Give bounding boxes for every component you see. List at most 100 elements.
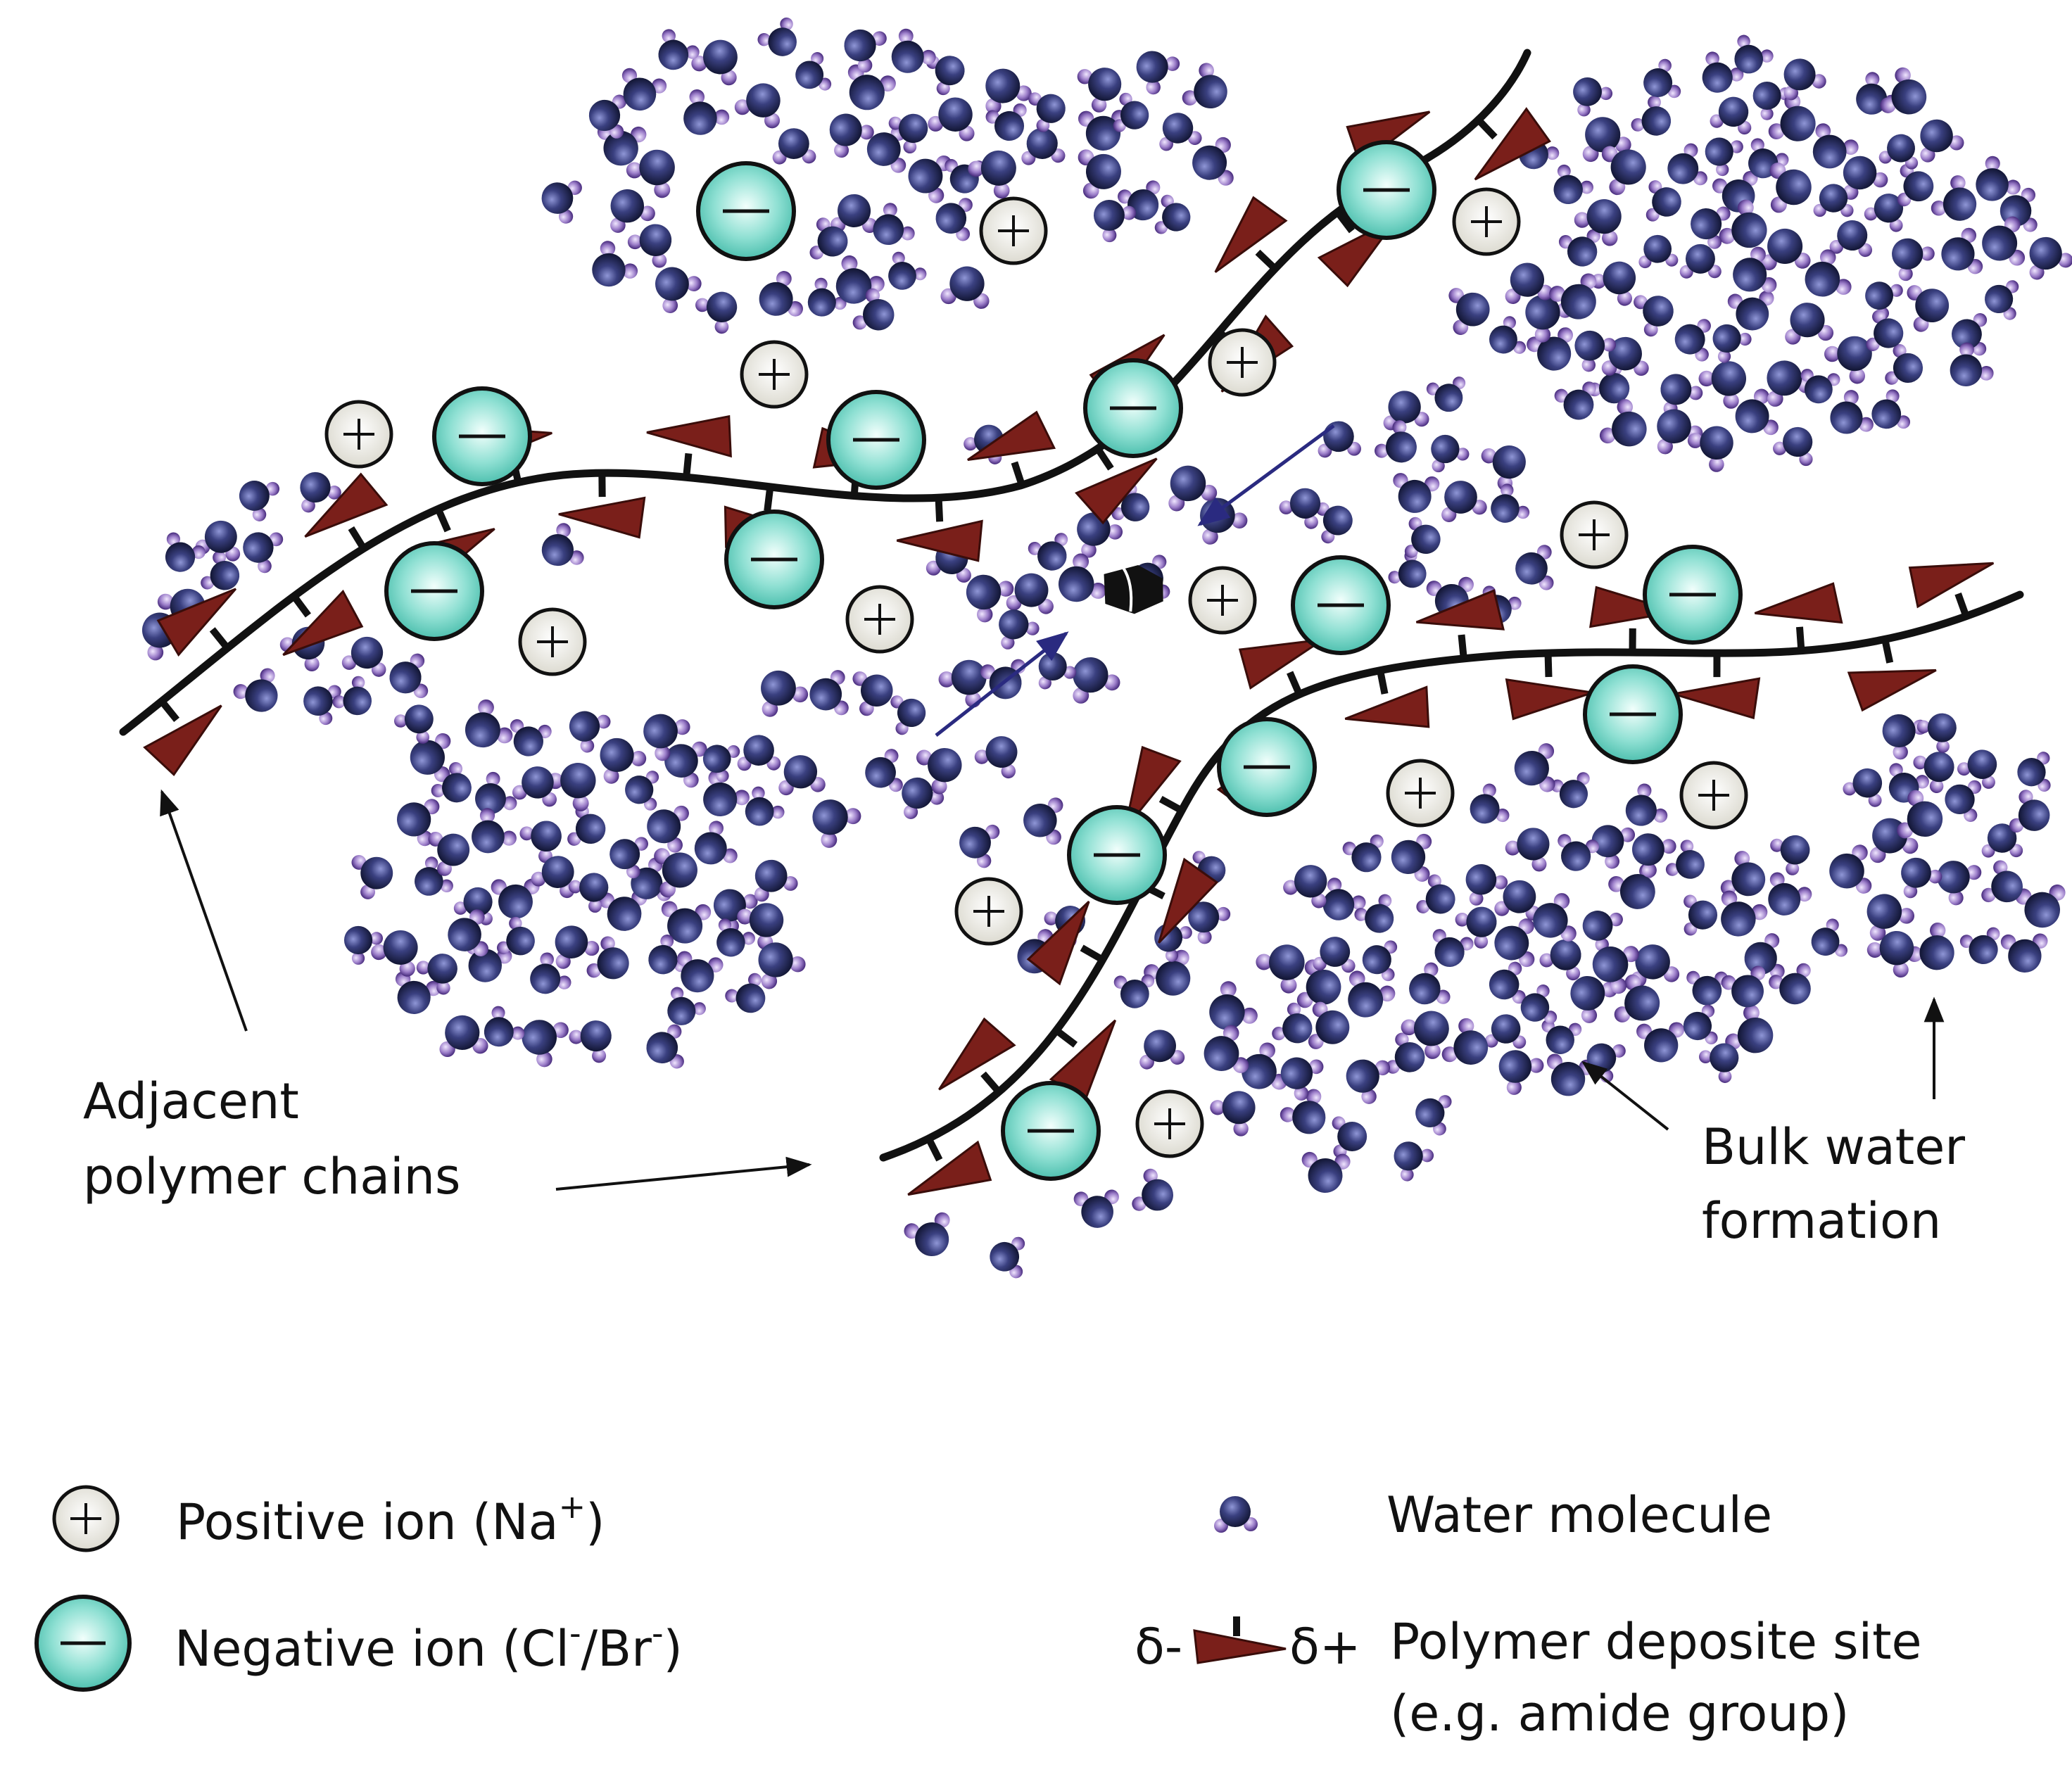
- water-molecule-icon: [1432, 929, 1474, 968]
- water-molecule-icon: [926, 55, 965, 96]
- water-molecule-icon: [1021, 127, 1066, 165]
- legend-positive-sup: +: [558, 1488, 586, 1526]
- negative-ion-icon: [826, 390, 926, 490]
- water-molecule-icon: [1280, 1089, 1326, 1134]
- water-molecule-icon: [761, 670, 809, 717]
- water-molecule-icon: [1498, 1050, 1544, 1095]
- positive-ion-icon: [845, 585, 914, 654]
- water-molecule-icon: [522, 1020, 569, 1068]
- water-molecule-icon: [1182, 63, 1227, 109]
- deposite-site-icon: [1415, 589, 1505, 659]
- water-molecule-icon: [519, 821, 562, 863]
- water-molecule-icon: [1549, 273, 1597, 319]
- water-molecule-icon: [757, 17, 797, 56]
- water-molecule-icon: [1342, 834, 1384, 873]
- water-molecule-icon: [695, 291, 738, 334]
- water-molecule-icon: [1981, 823, 2023, 858]
- water-molecule-icon: [627, 224, 672, 268]
- water-molecule-icon: [1470, 783, 1510, 824]
- water-molecule-icon: [625, 771, 659, 811]
- water-molecule-icon: [1168, 465, 1218, 512]
- water-molecule-icon: [1710, 96, 1752, 135]
- water-molecule-icon: [1154, 194, 1191, 234]
- water-molecule-icon: [1494, 880, 1541, 921]
- water-molecule-icon: [1489, 316, 1527, 354]
- water-molecule-icon: [393, 704, 434, 744]
- water-molecule-icon: [1674, 319, 1711, 362]
- water-molecule-icon: [1448, 288, 1490, 336]
- water-molecule-icon: [1514, 743, 1555, 792]
- water-molecule-icon: [1322, 878, 1366, 920]
- water-molecule-icon: [1113, 974, 1155, 1008]
- flow-arrow-lower: [935, 631, 1069, 737]
- water-molecule-icon: [1484, 1014, 1527, 1049]
- water-molecule-icon: [1712, 324, 1752, 363]
- water-molecule-icon: [341, 636, 386, 677]
- positive-ion-icon: [324, 400, 393, 469]
- water-molecule-icon: [1981, 860, 2023, 903]
- water-molecule-icon: [1783, 58, 1826, 101]
- water-molecule-icon: [531, 856, 574, 899]
- water-molecule-icon: [758, 942, 806, 989]
- water-molecule-icon: [1638, 234, 1679, 269]
- water-molecule-icon: [588, 94, 627, 139]
- water-molecule-icon: [1415, 1095, 1452, 1136]
- water-molecule-icon: [1901, 857, 1942, 899]
- ions: [324, 140, 1748, 1181]
- water-molecule-icon: [510, 718, 552, 756]
- water-molecule-icon: [1687, 426, 1733, 472]
- water-molecule-icon: [1957, 749, 1997, 789]
- positive-ion-icon: [1452, 187, 1521, 256]
- water-molecule-icon: [395, 971, 441, 1014]
- water-molecule-icon: [1525, 295, 1573, 343]
- positive-ion-icon: [1386, 759, 1455, 828]
- water-molecule-icon: [475, 771, 517, 814]
- deposite-site-icon: [967, 410, 1056, 486]
- water-molecule-icon: [1139, 1030, 1185, 1070]
- bound-molecule-icon: [1104, 564, 1163, 614]
- water-molecule-icon: [835, 255, 885, 304]
- water-molecule-icon: [439, 1015, 488, 1058]
- water-molecule-icon: [1489, 961, 1526, 1004]
- water-molecule-icon: [1698, 361, 1747, 409]
- legend-delta-plus: δ+: [1289, 1618, 1361, 1676]
- water-molecule-icon: [1393, 473, 1440, 513]
- water-molecule-icon: [737, 735, 781, 771]
- water-molecule-icon: [555, 925, 600, 969]
- water-molecule-icon: [2009, 790, 2050, 832]
- water-molecule-icon: [1985, 280, 2019, 320]
- negative-ion-icon: [1217, 717, 1317, 817]
- water-molecule-icon: [902, 777, 945, 819]
- water-molecule-icon: [1383, 391, 1429, 431]
- label-bulk-line2: formation: [1702, 1192, 1942, 1250]
- water-molecule-icon: [2029, 236, 2072, 280]
- positive-ion-icon: [740, 340, 809, 409]
- water-molecule-icon: [1401, 1011, 1449, 1059]
- water-molecule-icon: [1744, 933, 1785, 979]
- water-molecule-icon: [643, 714, 690, 761]
- water-molecule-icon: [2015, 884, 2066, 928]
- water-molecule-icon: [600, 737, 647, 784]
- water-molecule-icon: [626, 149, 675, 198]
- water-molecule-icon: [1614, 974, 1660, 1023]
- water-molecule-icon: [1028, 92, 1066, 132]
- water-molecule-icon: [1721, 966, 1766, 1008]
- water-molecule-icon: [990, 1236, 1025, 1279]
- legend-negative-label: Negative ion (Cl-/Br-): [175, 1617, 683, 1673]
- water-molecule-icon: [890, 695, 926, 735]
- water-molecule-icon: [541, 523, 584, 566]
- water-molecule-icon: [1950, 342, 1994, 386]
- water-molecule-icon: [1982, 216, 2026, 266]
- water-molecule-icon: [1481, 445, 1526, 491]
- legend-site-icon: [1193, 1616, 1287, 1664]
- water-molecule-icon: [1505, 262, 1553, 305]
- negative-ion-icon: [1583, 664, 1683, 764]
- water-molecule-icon: [1871, 389, 1911, 429]
- water-molecule-icon: [1824, 336, 1872, 384]
- water-molecule-icon: [1892, 238, 1935, 281]
- water-molecule-icon: [1785, 303, 1834, 345]
- water-molecule-icon: [734, 83, 781, 129]
- water-molecule-icon: [1554, 381, 1596, 420]
- water-molecule-icon: [865, 749, 903, 792]
- water-molecule-icon: [1465, 863, 1508, 906]
